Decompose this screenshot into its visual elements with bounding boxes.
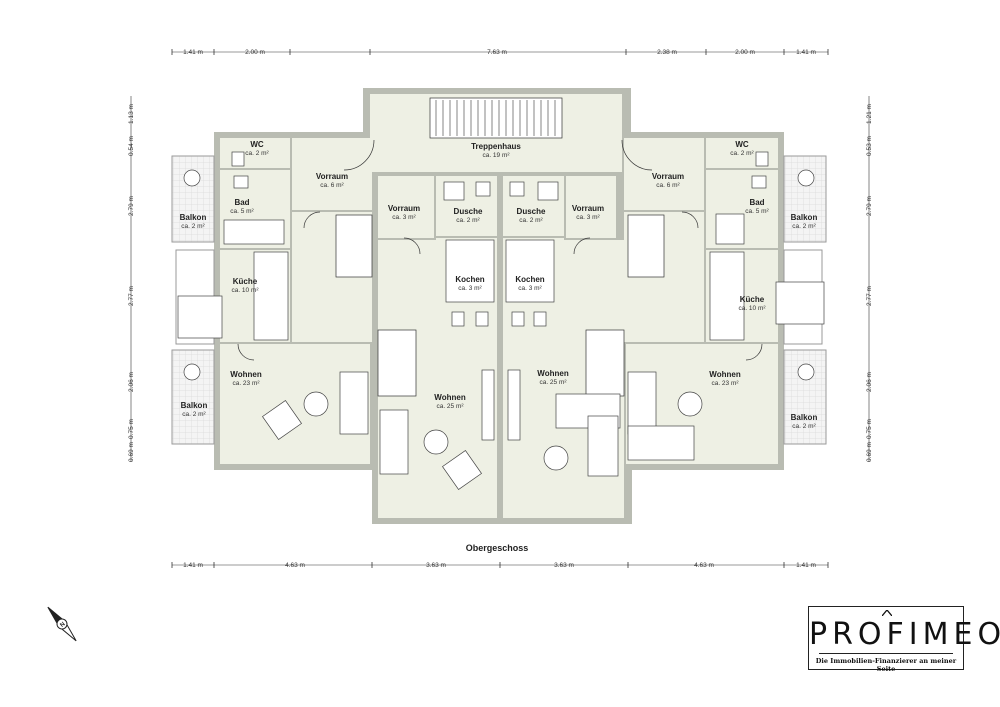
room-area-dusche-left: ca. 2 m²	[456, 217, 480, 224]
dim-right-4: 2.77 m	[866, 286, 873, 306]
room-area-balkon-right-top: ca. 2 m²	[792, 223, 816, 230]
logo-divider	[819, 653, 953, 654]
dim-bottom-1: 1.41 m	[183, 562, 203, 569]
room-area-bad-left: ca. 5 m²	[230, 208, 254, 215]
room-area-vorraum-right-inner: ca. 3 m²	[576, 214, 600, 221]
room-area-vorraum-left-inner: ca. 3 m²	[392, 214, 416, 221]
dim-right-2: 0.53 m	[866, 136, 873, 156]
dim-left-5: 2.06 m	[128, 372, 135, 392]
dim-top-5: 2.00 m	[735, 49, 755, 56]
room-name-balkon-left-top: Balkon	[180, 213, 207, 222]
furniture	[177, 151, 825, 490]
dim-top-4: 2.38 m	[657, 49, 677, 56]
floor-label: Obergeschoss	[466, 543, 529, 553]
room-area-treppenhaus: ca. 19 m²	[482, 152, 510, 159]
room-name-wohnen-right: Wohnen	[709, 370, 741, 379]
balconies	[171, 155, 827, 445]
room-name-balkon-right-bottom: Balkon	[791, 413, 818, 422]
room-name-vorraum-left-inner: Vorraum	[388, 204, 420, 213]
room-area-kueche-left: ca. 10 m²	[231, 287, 259, 294]
room-name-bad-right: Bad	[749, 198, 764, 207]
room-name-wohnen-center-right: Wohnen	[537, 369, 569, 378]
dim-bottom-5: 4.63 m	[694, 562, 714, 569]
dim-right-6: 0.75 m	[866, 419, 873, 439]
room-area-bad-right: ca. 5 m²	[745, 208, 769, 215]
room-labels: Treppenhaus ca. 19 m² WC ca. 2 m² Vorrau…	[180, 140, 818, 430]
logo-wordmark: PROFIMEO	[809, 617, 1000, 652]
room-name-wc-right: WC	[735, 140, 749, 149]
dimension-ticks	[171, 49, 829, 568]
dim-left-4: 2.77 m	[128, 286, 135, 306]
room-name-wohnen-left: Wohnen	[230, 370, 262, 379]
dim-top-6: 1.41 m	[796, 49, 816, 56]
dim-right-1: 1.21 m	[866, 104, 873, 124]
dimension-labels: 1.41 m 2.00 m 7.63 m 2.38 m 2.00 m 1.41 …	[128, 49, 873, 569]
dim-left-2: 0.54 m	[128, 136, 135, 156]
room-area-balkon-right-bottom: ca. 2 m²	[792, 423, 816, 430]
room-name-vorraum-left-outer: Vorraum	[316, 172, 348, 181]
room-area-dusche-right: ca. 2 m²	[519, 217, 543, 224]
room-area-kochen-right: ca. 3 m²	[518, 285, 542, 292]
room-name-vorraum-right-outer: Vorraum	[652, 172, 684, 181]
profimeo-logo: PROFIMEO Die Immobilien-Finanzierer an m…	[808, 606, 1000, 673]
dim-left-6: 0.75 m	[128, 419, 135, 439]
room-name-wohnen-center-left: Wohnen	[434, 393, 466, 402]
dim-top-1: 1.41 m	[183, 49, 203, 56]
dim-left-7: 0.69 m	[128, 442, 135, 462]
logo-tagline: Die Immobilien-Finanzierer an meiner Sei…	[815, 657, 957, 673]
dim-right-5: 2.06 m	[866, 372, 873, 392]
room-name-treppenhaus: Treppenhaus	[471, 142, 521, 151]
dim-right-7: 0.69 m	[866, 442, 873, 462]
party-wall	[497, 176, 503, 522]
logo-accent-icon	[882, 610, 892, 616]
room-area-wohnen-center-right: ca. 25 m²	[539, 379, 567, 386]
dim-bottom-3: 3.63 m	[426, 562, 446, 569]
svg-text:N: N	[59, 621, 66, 628]
room-area-wc-right: ca. 2 m²	[730, 150, 754, 157]
room-name-kueche-right: Küche	[740, 295, 765, 304]
dim-left-3: 2.79 m	[128, 196, 135, 216]
compass-icon: N	[47, 606, 77, 642]
room-area-wc-left: ca. 2 m²	[245, 150, 269, 157]
room-name-bad-left: Bad	[234, 198, 249, 207]
room-area-balkon-left-top: ca. 2 m²	[181, 223, 205, 230]
dim-bottom-6: 1.41 m	[796, 562, 816, 569]
room-name-kueche-left: Küche	[233, 277, 258, 286]
stairs	[335, 97, 665, 397]
room-area-wohnen-left: ca. 23 m²	[232, 380, 260, 387]
dim-left-1: 1.13 m	[128, 104, 135, 124]
dim-bottom-4: 3.63 m	[554, 562, 574, 569]
room-name-kochen-right: Kochen	[515, 275, 544, 284]
dim-bottom-2: 4.63 m	[285, 562, 305, 569]
room-name-balkon-left-bottom: Balkon	[181, 401, 208, 410]
room-name-wc-left: WC	[250, 140, 264, 149]
dim-top-3: 7.63 m	[487, 49, 507, 56]
room-name-balkon-right-top: Balkon	[791, 213, 818, 222]
room-name-vorraum-right-inner: Vorraum	[572, 204, 604, 213]
room-name-dusche-left: Dusche	[454, 207, 483, 216]
room-area-balkon-left-bottom: ca. 2 m²	[182, 411, 206, 418]
room-area-vorraum-left-outer: ca. 6 m²	[320, 182, 344, 189]
room-area-wohnen-center-left: ca. 25 m²	[436, 403, 464, 410]
room-area-kueche-right: ca. 10 m²	[738, 305, 766, 312]
dim-right-3: 2.79 m	[866, 196, 873, 216]
dim-top-2: 2.00 m	[245, 49, 265, 56]
room-area-wohnen-right: ca. 23 m²	[711, 380, 739, 387]
doors	[237, 139, 763, 361]
room-area-kochen-left: ca. 3 m²	[458, 285, 482, 292]
room-name-kochen-left: Kochen	[455, 275, 484, 284]
room-area-vorraum-right-outer: ca. 6 m²	[656, 182, 680, 189]
room-name-dusche-right: Dusche	[517, 207, 546, 216]
